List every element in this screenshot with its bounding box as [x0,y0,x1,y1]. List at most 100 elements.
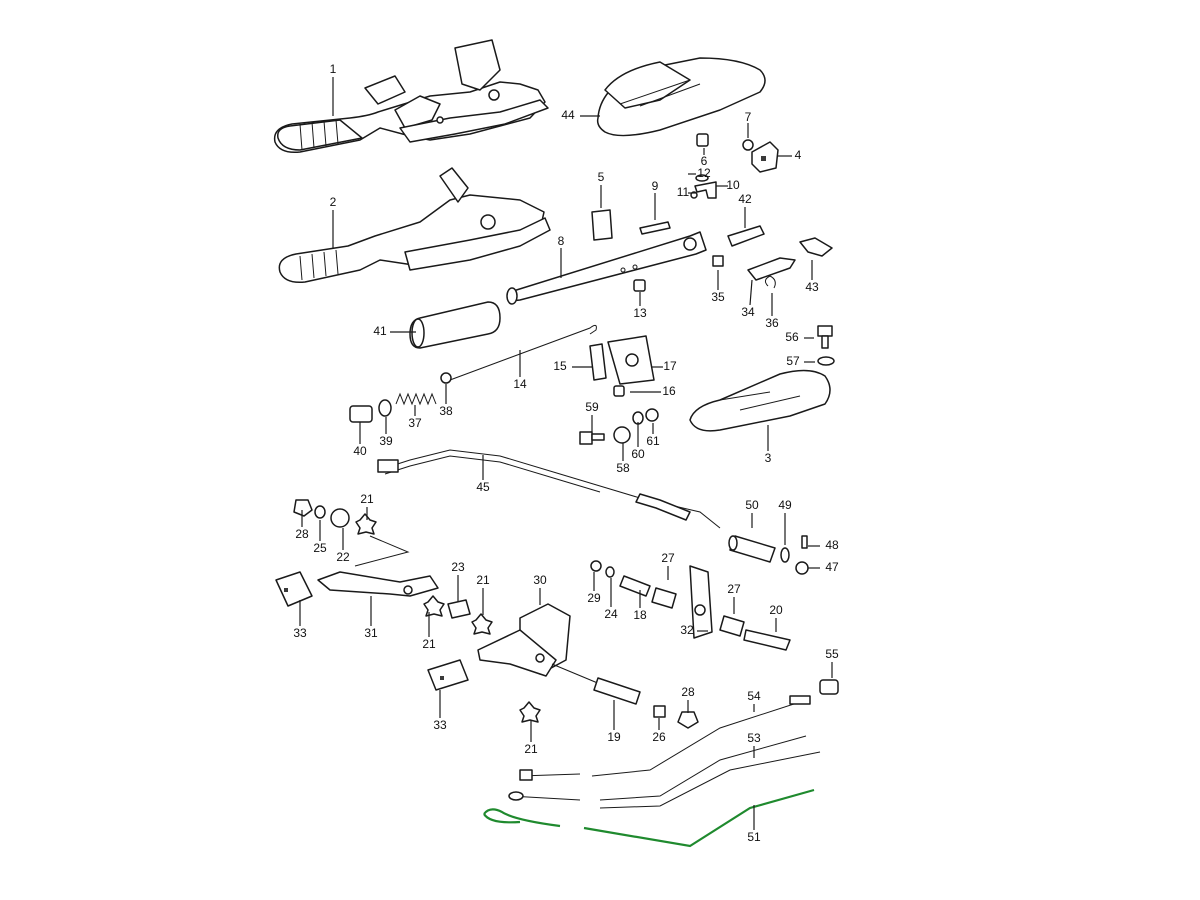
part-59-bolt[interactable] [579,431,605,445]
part-9-plate[interactable] [639,221,671,235]
part-15-pawl[interactable] [589,343,607,381]
callout-label-c49: 49 [778,498,792,512]
part-30-housing[interactable] [477,603,571,677]
part-22-bushing[interactable] [330,508,350,528]
part-55-cap[interactable] [819,679,839,695]
part-18-pin[interactable] [619,575,651,597]
callout-label-c28b: 28 [681,685,695,699]
callout-label-c24: 24 [604,607,618,621]
callout-label-c55: 55 [825,647,839,661]
callout-label-c40: 40 [353,444,367,458]
callout-label-c30: 30 [533,573,547,587]
callout-label-c17: 17 [663,359,677,373]
part-19-threaded-rod[interactable] [551,663,641,705]
callout-label-c8: 8 [558,234,565,248]
callout-label-c3: 3 [765,451,772,465]
part-61-nut[interactable] [645,408,659,422]
part-26-nut[interactable] [653,705,666,718]
callout-label-c43: 43 [805,280,819,294]
part-31-lever[interactable] [317,571,439,597]
callout-label-c16: 16 [662,384,676,398]
callout-label-c42: 42 [738,192,752,206]
callout-label-c28a: 28 [295,527,309,541]
callout-label-c7: 7 [745,110,752,124]
callout-label-c35: 35 [711,290,725,304]
part-12-washer[interactable] [695,174,709,182]
part-24-washer[interactable] [605,566,615,578]
part-44-boot[interactable] [596,57,766,137]
part-35-nut[interactable] [712,255,724,267]
part-50-tube[interactable] [728,535,776,563]
part-40-sleeve[interactable] [349,405,373,423]
part-53-cable[interactable] [508,735,821,809]
part-21-star-washer-a[interactable] [355,513,377,535]
part-2-handbrake-lever[interactable] [278,167,551,284]
part-21-star-washer-b[interactable] [423,595,445,617]
part-13-bushing[interactable] [633,279,646,292]
part-21-star-washer-c[interactable] [471,613,493,635]
part-8-lever-arm[interactable] [506,231,707,305]
part-47-washer[interactable] [795,561,809,575]
part-3-cover[interactable] [689,369,831,432]
part-38-nut[interactable] [440,372,452,384]
part-56-bolt[interactable] [817,325,833,349]
callout-label-c21a: 21 [360,492,374,506]
part-7-washer[interactable] [742,139,754,151]
part-4-clip[interactable] [751,141,779,173]
callout-label-c57: 57 [786,354,800,368]
part-48-pin[interactable] [801,535,808,549]
callout-label-c44: 44 [561,108,575,122]
part-27-bushing-b[interactable] [719,615,745,637]
callout-label-c47: 47 [825,560,839,574]
part-41-grip[interactable] [409,301,501,349]
callout-label-c58: 58 [616,461,630,475]
part-6-screw[interactable] [696,133,709,147]
part-16-pin[interactable] [613,385,625,397]
part-54-cable[interactable] [519,695,811,781]
callout-label-c14: 14 [513,377,527,391]
part-43-spring-clip[interactable] [799,237,833,257]
callout-label-c5: 5 [598,170,605,184]
part-33-bracket-lower[interactable] [427,659,469,691]
part-49-ring[interactable] [780,547,790,563]
part-25-washer[interactable] [314,505,326,519]
part-17-sector[interactable] [607,335,655,385]
callout-label-c37: 37 [408,416,422,430]
part-57-washer[interactable] [817,356,835,366]
callout-label-c59: 59 [585,400,599,414]
part-28-nut-upper[interactable] [293,499,313,517]
part-37-spring[interactable] [395,392,437,406]
part-29-nut[interactable] [590,560,602,572]
part-20-bolt[interactable] [743,629,791,651]
callout-label-c15: 15 [553,359,567,373]
part-42-link[interactable] [727,225,765,247]
part-45-cable[interactable] [377,449,721,529]
callout-label-c2: 2 [330,195,337,209]
part-28-nut-lower[interactable] [677,711,699,729]
callout-label-c54: 54 [747,689,761,703]
part-23-plate[interactable] [447,599,471,619]
part-58-clamp[interactable] [613,426,631,444]
part-33-bracket-upper[interactable] [275,571,313,607]
callout-label-c22: 22 [336,550,350,564]
callout-label-c13: 13 [633,306,647,320]
part-32-arm[interactable] [689,565,713,639]
callout-label-c36: 36 [765,316,779,330]
callout-label-c27b: 27 [727,582,741,596]
part-34-yoke[interactable] [747,257,796,281]
part-5-block[interactable] [591,209,613,241]
callout-label-c21b: 21 [476,573,490,587]
part-39-washer[interactable] [378,399,392,417]
part-10-bracket[interactable] [694,181,717,199]
callout-label-c48: 48 [825,538,839,552]
part-36-clip[interactable] [764,275,776,289]
part-1-handbrake-lever[interactable] [273,39,549,154]
part-51-cable[interactable] [483,788,815,848]
part-14-rod[interactable] [449,324,597,381]
callout-label-c31: 31 [364,626,378,640]
part-27-bushing-a[interactable] [651,587,677,609]
callout-label-c60: 60 [631,447,645,461]
part-21-star-washer-d[interactable] [519,701,541,723]
